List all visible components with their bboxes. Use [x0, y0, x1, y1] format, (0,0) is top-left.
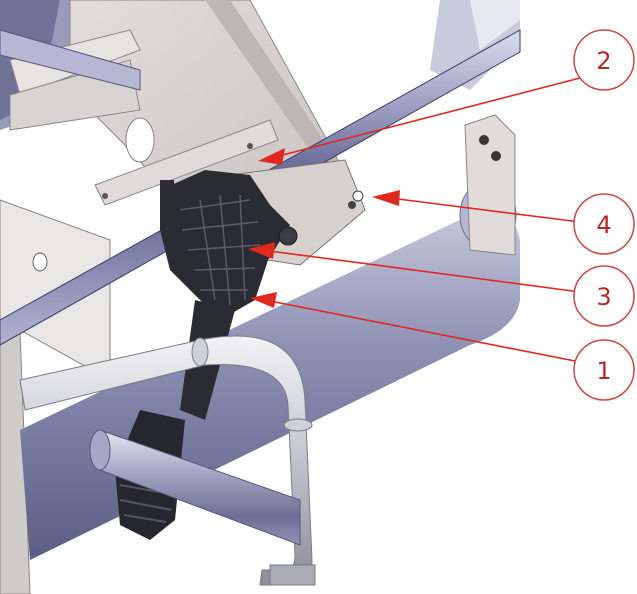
front-guard-bar: [19, 335, 316, 586]
callout-3: 3: [573, 265, 635, 327]
arrow-4: [372, 190, 400, 206]
arrow-1: [250, 292, 277, 308]
lower-tube: [89, 429, 301, 546]
callout-2: 2: [573, 29, 635, 91]
callout-1-label: 1: [596, 357, 611, 385]
callout-4: 4: [573, 193, 635, 255]
callout-4-label: 4: [596, 211, 611, 239]
callout-3-label: 3: [596, 283, 611, 311]
arrow-heads: [248, 148, 400, 308]
callout-1: 1: [573, 339, 635, 401]
arrow-3: [248, 242, 275, 259]
arrow-2: [258, 148, 285, 165]
leader-lines: [261, 77, 581, 363]
callout-2-label: 2: [596, 47, 611, 75]
right-bracket: [464, 114, 516, 256]
